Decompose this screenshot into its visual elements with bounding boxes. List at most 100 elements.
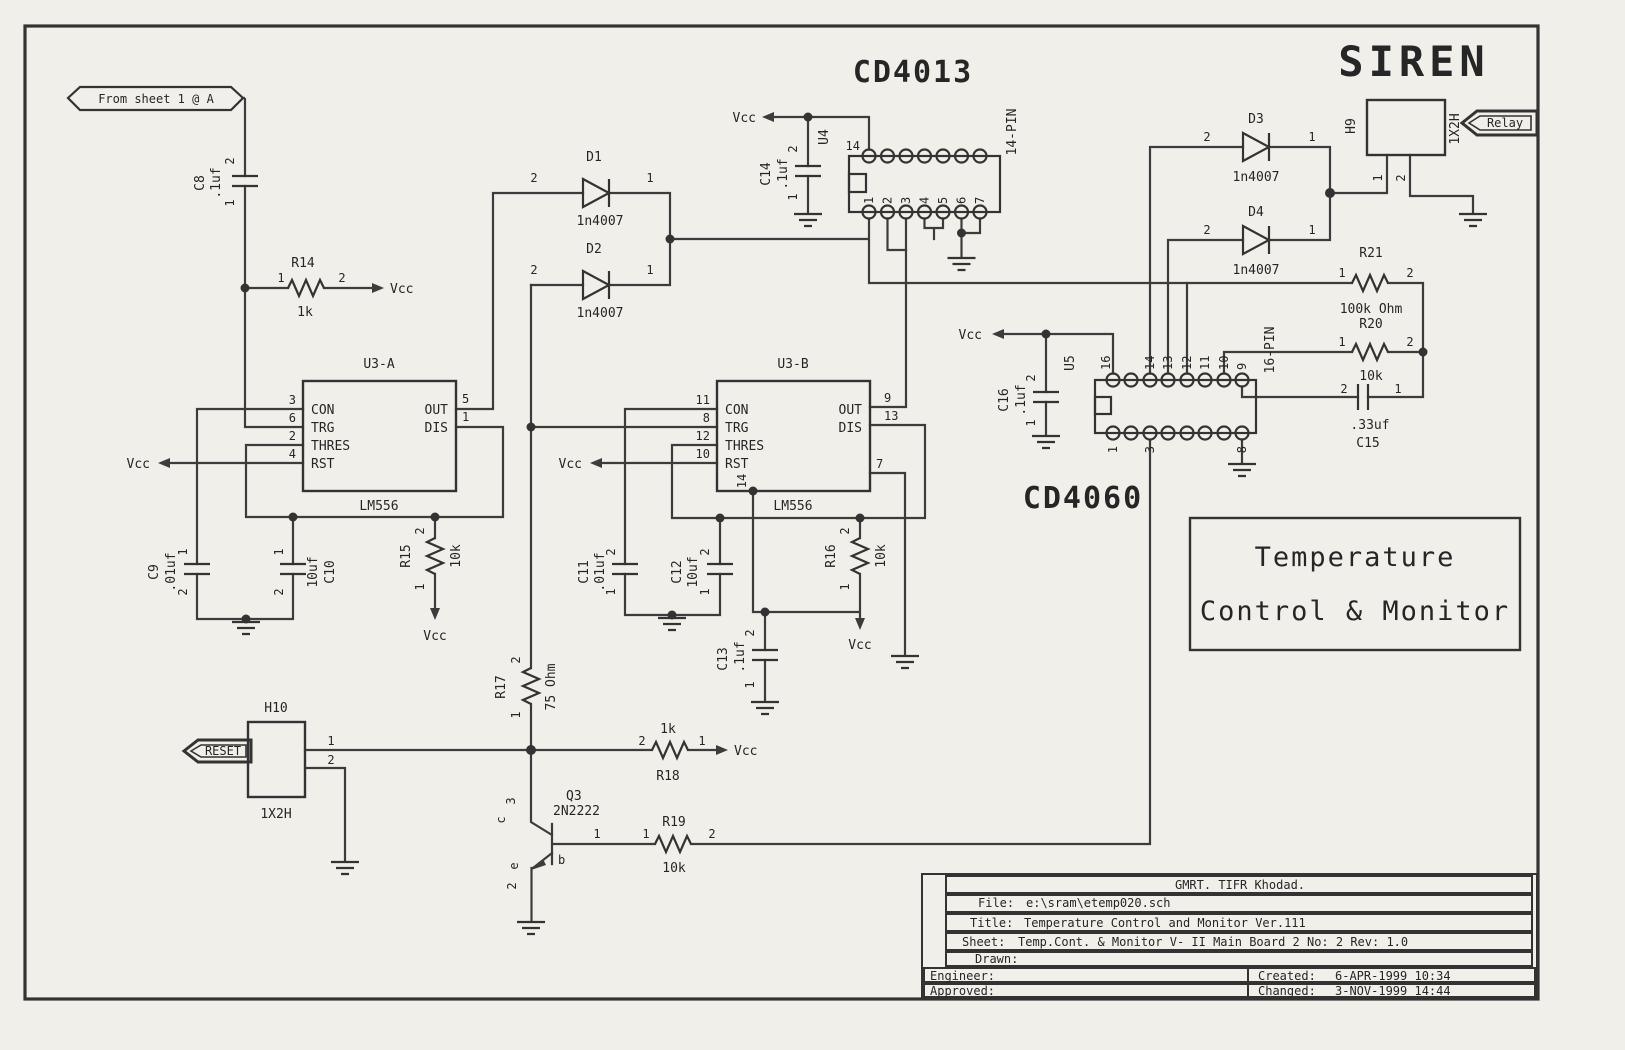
- c8-ref: C8: [193, 175, 208, 191]
- u3a-part: LM556: [359, 499, 398, 514]
- h10-box: [246, 720, 307, 799]
- r18-pin2: 2: [638, 734, 645, 748]
- u4-bpin6: 6: [955, 197, 969, 204]
- r16-symbol: [849, 537, 871, 575]
- r18-symbol: [651, 739, 689, 761]
- ground-symbols: [232, 212, 1487, 936]
- d1-value: 1n4007: [577, 214, 624, 229]
- u4-bpin4: 4: [918, 197, 932, 204]
- q3-b: b: [558, 853, 565, 867]
- c12-ref: C12: [670, 560, 685, 583]
- tb-file: e:\sram\etemp020.sch: [1026, 896, 1171, 910]
- r19-value: 10k: [662, 861, 686, 876]
- c16-value: .1uf: [1014, 384, 1029, 415]
- u3b-rst-vcc: Vcc: [559, 457, 582, 472]
- d3-pin1: 1: [1308, 130, 1315, 144]
- c12-pin1: 1: [698, 588, 712, 595]
- r21-pin2: 2: [1406, 266, 1413, 280]
- cd4060-title: CD4060: [1023, 481, 1143, 516]
- c15-ref: C15: [1356, 436, 1379, 451]
- h10-value: 1X2H: [260, 807, 291, 822]
- r14-vcc: Vcc: [390, 282, 413, 297]
- c13-value: .1uf: [733, 641, 748, 672]
- u3b-trg: TRG: [725, 421, 749, 436]
- u5-bpin3: 3: [1143, 446, 1157, 453]
- d2-pin2: 2: [530, 263, 537, 277]
- d2-ref: D2: [586, 242, 602, 257]
- capacitor-symbols: [184, 164, 1370, 662]
- relay-label: Relay: [1487, 116, 1523, 130]
- c10-symbol: [280, 562, 306, 576]
- u5-tpin11: 11: [1198, 356, 1212, 370]
- tb-changed-label: Changed:: [1258, 984, 1316, 998]
- u5-bpin8: 8: [1235, 446, 1249, 453]
- u5-pkg: 16-PIN: [1263, 327, 1278, 374]
- r14-ref: R14: [291, 256, 315, 271]
- q3-pin1: 1: [593, 827, 600, 841]
- r18-vcc: Vcc: [734, 744, 757, 759]
- r14-pin1: 1: [277, 271, 284, 285]
- c13-ref: C13: [716, 647, 731, 670]
- u4-header: [847, 148, 1002, 220]
- u5-tpin9: 9: [1235, 363, 1249, 370]
- c12-symbol: [707, 562, 733, 576]
- c13-pin1: 1: [743, 681, 757, 688]
- d4-symbol: [1241, 224, 1272, 256]
- c10-ref: C10: [323, 560, 338, 583]
- u5-header: [1093, 372, 1258, 441]
- u3b-pin13: 13: [884, 409, 898, 423]
- c14-symbol: [795, 164, 821, 178]
- u3a-box: [301, 379, 458, 493]
- c9-pin2: 2: [176, 588, 190, 595]
- resistor-symbols: [287, 272, 1389, 855]
- u5-ref: U5: [1063, 355, 1078, 371]
- r19-pin2: 2: [708, 827, 715, 841]
- c11-ref: C11: [577, 560, 592, 583]
- r16-value: 10k: [874, 544, 889, 568]
- tb-created-label: Created:: [1258, 969, 1316, 983]
- u3a-rst: RST: [311, 457, 335, 472]
- r17-symbol: [520, 667, 542, 705]
- q3-ref: Q3: [566, 789, 582, 804]
- u3a-con: CON: [311, 403, 334, 418]
- c9-symbol: [184, 562, 210, 576]
- title-block: [921, 873, 1538, 999]
- u3a-trg: TRG: [311, 421, 335, 436]
- r15-symbol: [424, 537, 446, 575]
- d2-pin1: 1: [646, 263, 653, 277]
- c11-pin2: 2: [604, 548, 618, 555]
- c11-symbol: [612, 562, 638, 576]
- c14-pin1: 1: [786, 193, 800, 200]
- d4-pin2: 2: [1203, 223, 1210, 237]
- u5-tpin14: 14: [1143, 356, 1157, 370]
- r16-pin2: 2: [838, 527, 852, 534]
- r21-symbol: [1351, 272, 1389, 294]
- d2-value: 1n4007: [577, 306, 624, 321]
- c8-pin1: 1: [223, 199, 237, 206]
- d1-ref: D1: [586, 150, 602, 165]
- r15-value: 10k: [449, 544, 464, 568]
- u3a-pin6: 6: [289, 411, 296, 425]
- d4-pin1: 1: [1308, 223, 1315, 237]
- d3-value: 1n4007: [1233, 170, 1280, 185]
- c8-value: .1uf: [209, 167, 224, 198]
- tb-sheet-label: Sheet:: [962, 935, 1005, 949]
- note-box: [1188, 516, 1522, 652]
- tb-title: Temperature Control and Monitor Ver.111: [1024, 916, 1306, 930]
- h9-pin1: 1: [1371, 174, 1385, 181]
- r19-ref: R19: [662, 815, 685, 830]
- c14-pin2: 2: [786, 145, 800, 152]
- c16-pin1: 1: [1024, 419, 1038, 426]
- note-line1: Temperature: [1255, 542, 1456, 573]
- q3-c: c: [494, 816, 508, 823]
- u3b-pin8: 8: [703, 411, 710, 425]
- u5-vcc: Vcc: [959, 328, 982, 343]
- tb-sheet: Temp.Cont. & Monitor V- II Main Board 2 …: [1018, 935, 1408, 949]
- d4-value: 1n4007: [1233, 263, 1280, 278]
- h9-value: 1X2H: [1448, 113, 1463, 144]
- u3a-out: OUT: [425, 403, 449, 418]
- u4-pin14: 14: [846, 139, 860, 153]
- c16-pin2: 2: [1024, 374, 1038, 381]
- c15-pin2: 2: [1340, 382, 1347, 396]
- r17-pin1: 1: [509, 711, 523, 718]
